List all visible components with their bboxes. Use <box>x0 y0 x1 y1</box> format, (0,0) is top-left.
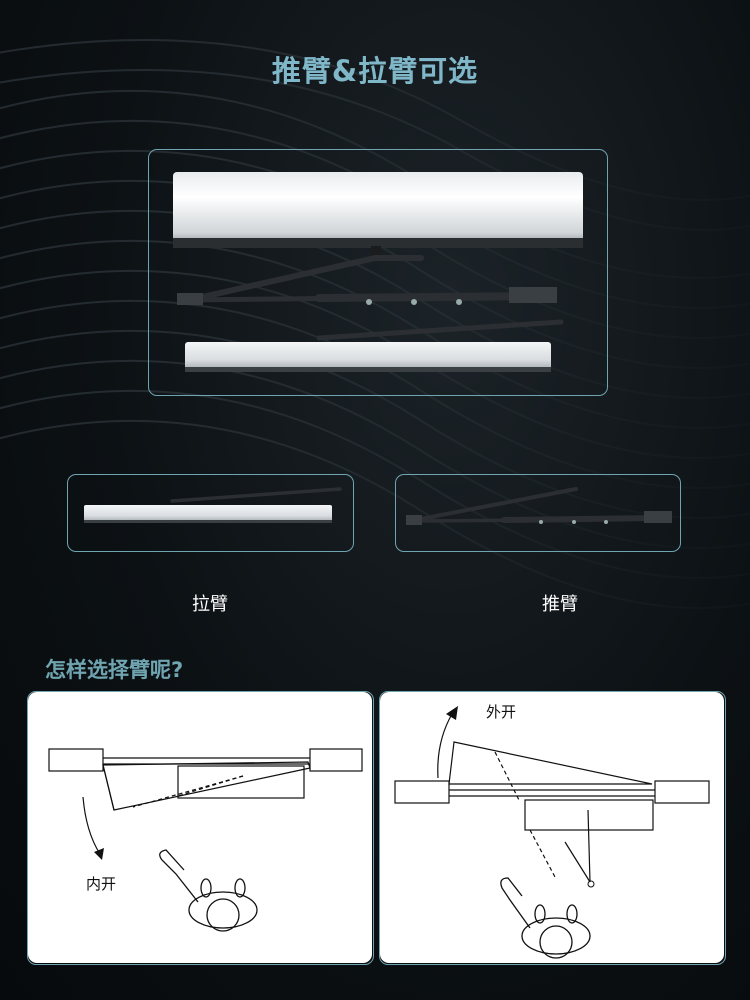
pull-arm-image <box>84 487 342 523</box>
door-closer-assembly-image <box>173 172 583 372</box>
inward-opening-diagram: 内开 <box>48 748 363 932</box>
pull-arm-image-frame <box>67 474 354 552</box>
inward-label: 内开 <box>86 875 116 893</box>
push-arm-image-frame <box>395 474 681 552</box>
pull-arm-label: 拉臂 <box>192 594 228 615</box>
inward-diagram-frame: 内开 <box>27 691 374 965</box>
outward-label: 外开 <box>486 703 516 721</box>
outward-diagram-frame: 外开 <box>379 691 726 965</box>
push-arm-image <box>406 487 672 525</box>
section-subtitle: 怎样选择臂呢? <box>45 658 184 682</box>
product-image-frame <box>148 149 608 396</box>
push-arm-label: 推臂 <box>542 594 578 615</box>
page-title: 推臂&拉臂可选 <box>271 54 479 88</box>
outward-opening-diagram: 外开 <box>394 703 710 959</box>
